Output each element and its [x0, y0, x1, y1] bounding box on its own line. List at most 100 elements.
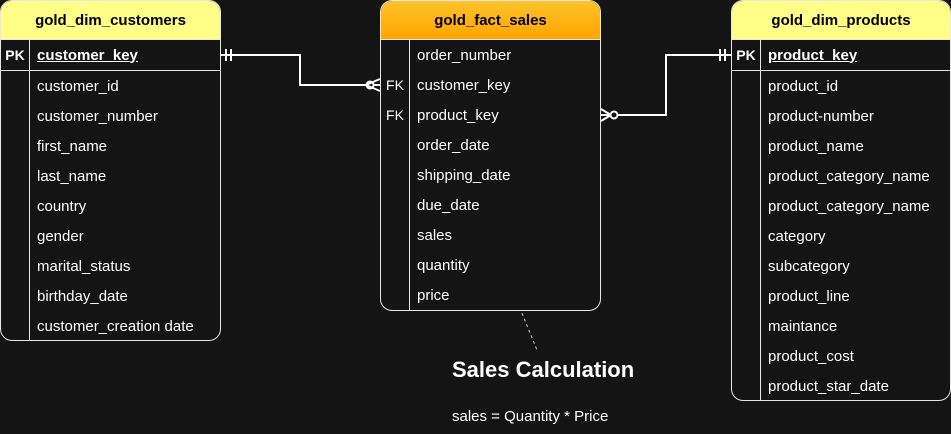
field-row[interactable]: shipping_date [381, 160, 600, 190]
field-row[interactable]: birthday_date [1, 281, 220, 311]
key-cell [1, 311, 30, 340]
field-name: price [417, 286, 450, 304]
field-name: product_id [768, 77, 839, 95]
field-name: product_category_name [768, 167, 930, 185]
key-cell [1, 131, 30, 161]
customers-pk-row[interactable]: PK customer_key [1, 40, 220, 71]
field-name: product_line [768, 287, 850, 305]
key-cell [381, 280, 410, 310]
products-pk-row[interactable]: PK product_key [732, 40, 950, 71]
field-row[interactable]: order_number [381, 40, 600, 70]
key-cell [732, 341, 761, 371]
field-row[interactable]: category [732, 221, 950, 251]
field-row[interactable]: sales [381, 220, 600, 250]
field-row[interactable]: price [381, 280, 600, 310]
field-name: quantity [417, 256, 470, 274]
key-cell [732, 161, 761, 191]
field-row[interactable]: customer_number [1, 101, 220, 131]
field-name: gender [37, 227, 84, 245]
note-title[interactable]: Sales Calculation [452, 357, 635, 382]
field-name: shipping_date [417, 166, 511, 184]
field-row[interactable]: gender [1, 221, 220, 251]
key-cell [732, 281, 761, 311]
key-cell [381, 130, 410, 160]
field-row[interactable]: due_date [381, 190, 600, 220]
field-row[interactable]: product_category_name [732, 161, 950, 191]
field-name: product_name [768, 137, 864, 155]
key-cell [1, 161, 30, 191]
key-cell [1, 101, 30, 131]
field-row[interactable]: product_id [732, 71, 950, 101]
field-name: customer_key [417, 76, 511, 94]
field-name: country [37, 197, 87, 215]
key-cell [381, 160, 410, 190]
note-text[interactable]: sales = Quantity * Price [452, 408, 609, 425]
field-row[interactable]: product_star_date [732, 371, 950, 400]
field-name: category [768, 227, 826, 245]
key-cell [1, 191, 30, 221]
foreign-key-marker: FK [381, 100, 410, 130]
field-row[interactable]: product_name [732, 131, 950, 161]
field-name: maintance [768, 317, 838, 335]
key-cell [732, 101, 761, 131]
customers-table[interactable]: gold_dim_customers PK customer_key custo… [0, 0, 221, 341]
field-name: product_key [768, 46, 858, 64]
field-name: product_cost [768, 347, 854, 365]
field-row[interactable]: product_line [732, 281, 950, 311]
field-name: sales [417, 226, 453, 244]
products-table-header[interactable]: gold_dim_products [732, 1, 950, 40]
field-row[interactable]: product_category_name [732, 191, 950, 221]
key-cell [381, 40, 410, 70]
field-name: product_category_name [768, 197, 930, 215]
product-relationship-line [600, 49, 731, 122]
field-name: first_name [37, 137, 108, 155]
field-name: order_number [417, 46, 512, 64]
field-name: customer_creation date [37, 317, 194, 335]
field-name: birthday_date [37, 287, 128, 305]
key-cell [732, 251, 761, 281]
field-name: due_date [417, 196, 480, 214]
field-row[interactable]: customer_id [1, 71, 220, 101]
field-name: subcategory [768, 257, 850, 275]
field-name: customer_number [37, 107, 158, 125]
customers-table-title: gold_dim_customers [35, 11, 186, 29]
customers-table-header[interactable]: gold_dim_customers [1, 1, 220, 40]
key-cell [1, 221, 30, 251]
sales-table-header[interactable]: gold_fact_sales [381, 1, 600, 40]
primary-key-marker: PK [1, 40, 30, 70]
field-row[interactable]: quantity [381, 250, 600, 280]
field-row[interactable]: product-number [732, 101, 950, 131]
field-row[interactable]: maintance [732, 311, 950, 341]
field-row[interactable]: subcategory [732, 251, 950, 281]
field-row[interactable]: last_name [1, 161, 220, 191]
sales-table-title: gold_fact_sales [434, 11, 547, 29]
field-name: last_name [37, 167, 107, 185]
field-row[interactable]: product_cost [732, 341, 950, 371]
field-row[interactable]: marital_status [1, 251, 220, 281]
key-cell [381, 250, 410, 280]
field-name: product-number [768, 107, 874, 125]
products-table[interactable]: gold_dim_products PK product_key product… [731, 0, 951, 401]
field-row[interactable]: customer_creation date [1, 311, 220, 340]
field-row[interactable]: order_date [381, 130, 600, 160]
field-name: customer_id [37, 77, 119, 95]
key-cell [1, 251, 30, 281]
key-cell [732, 311, 761, 341]
key-cell [732, 71, 761, 101]
key-cell [732, 191, 761, 221]
field-row[interactable]: first_name [1, 131, 220, 161]
field-row[interactable]: country [1, 191, 220, 221]
field-name: order_date [417, 136, 490, 154]
field-row[interactable]: FK customer_key [381, 70, 600, 100]
key-cell [1, 71, 30, 101]
products-table-title: gold_dim_products [771, 11, 911, 29]
foreign-key-marker: FK [381, 70, 410, 100]
key-cell [732, 131, 761, 161]
field-name: customer_key [37, 46, 138, 64]
